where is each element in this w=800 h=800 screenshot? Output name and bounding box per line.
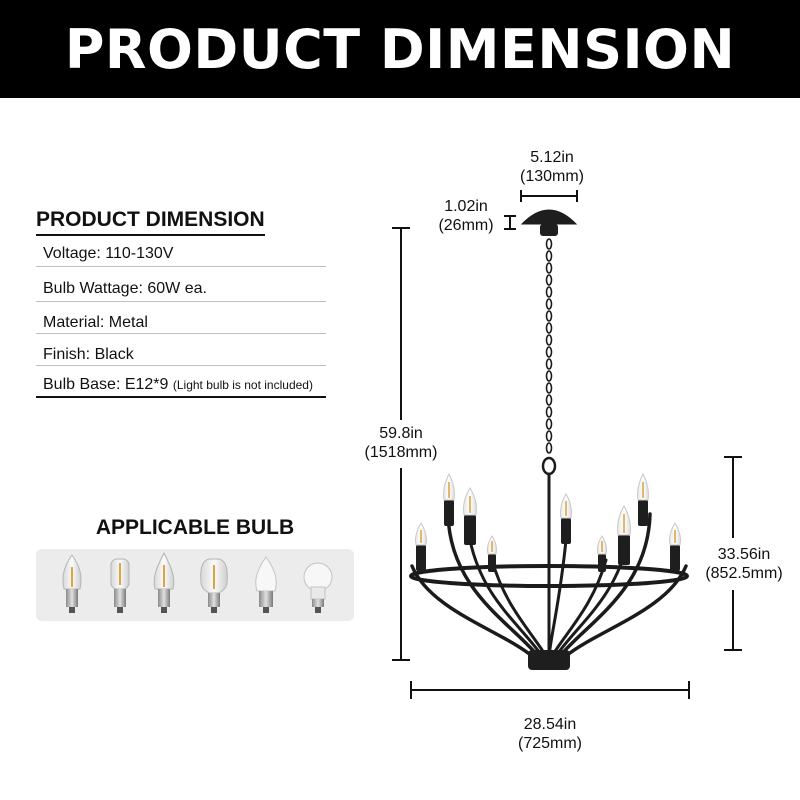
title-banner: PRODUCT DIMENSION [0, 0, 800, 98]
body-height-mm: (852.5mm) [705, 565, 783, 582]
tubular-bulb-icon [110, 558, 130, 613]
flame-tip-bulb-icon [153, 551, 175, 613]
led-candle-bulb-icon [255, 556, 277, 613]
width-dimension [410, 681, 690, 699]
canopy-height-dimension [504, 215, 516, 230]
canopy-width-mm: (130mm) [519, 168, 584, 185]
spec-bulb-base-note: (Light bulb is not included) [172, 378, 313, 392]
canopy-height-label: 1.02in (26mm) [428, 197, 504, 235]
bulb-panel [36, 549, 354, 621]
spec-material: Material: Metal [36, 314, 326, 334]
chain [545, 238, 553, 454]
total-height-in: 59.8in [379, 425, 423, 442]
spec-bulb-base-label: Bulb Base: E12*9 [43, 376, 169, 393]
width-label: 28.54in (725mm) [500, 715, 600, 753]
spec-wattage: Bulb Wattage: 60W ea. [36, 280, 326, 302]
total-height-mm: (1518mm) [364, 444, 438, 461]
canopy-width-in: 5.12in [530, 149, 574, 166]
bulb-filaments [420, 482, 676, 552]
bulb-row [62, 551, 333, 613]
spec-voltage: Voltage: 110-130V [36, 245, 326, 267]
chandelier [409, 209, 689, 670]
spec-bulb-base: Bulb Base: E12*9 (Light bulb is not incl… [36, 376, 326, 398]
bottom-hub [528, 650, 570, 670]
canopy-height-in: 1.02in [444, 198, 488, 215]
body-height-label: 33.56in (852.5mm) [692, 545, 796, 583]
specs-heading: PRODUCT DIMENSION [36, 208, 265, 236]
candle-bulb-icon [62, 554, 82, 613]
applicable-bulb-title: APPLICABLE BULB [95, 516, 295, 539]
width-in: 28.54in [523, 716, 577, 733]
total-height-dimension [392, 227, 410, 661]
canopy-width-dimension [520, 190, 578, 202]
canopy-height-mm: (26mm) [438, 217, 494, 234]
total-height-label: 59.8in (1518mm) [350, 424, 452, 462]
canopy [520, 209, 578, 225]
globe-led-bulb-icon [303, 562, 333, 613]
canopy-width-label: 5.12in (130mm) [506, 148, 598, 186]
spec-finish: Finish: Black [36, 346, 326, 366]
width-mm: (725mm) [517, 735, 582, 752]
edison-bulb-icon [200, 558, 228, 613]
body-height-dimension [724, 456, 742, 651]
body-height-in: 33.56in [717, 546, 771, 563]
banner-title: PRODUCT DIMENSION [64, 17, 736, 81]
